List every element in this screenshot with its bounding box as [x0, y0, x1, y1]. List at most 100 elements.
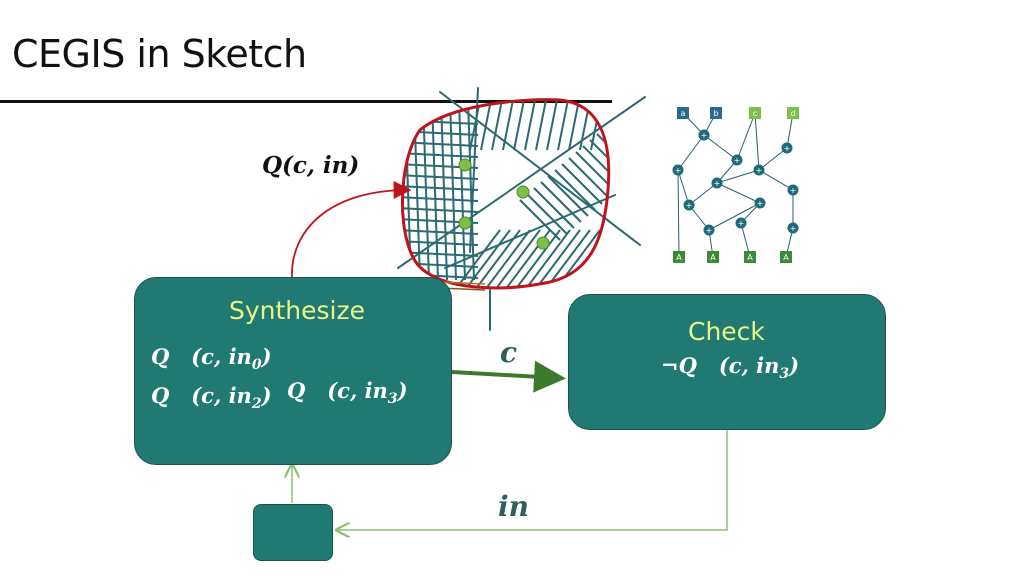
constraint-args: (c, in: [327, 378, 388, 403]
hatch-line: [402, 196, 479, 202]
hatch-line: [568, 157, 609, 199]
in-label: in: [498, 490, 529, 523]
sketch-line: [397, 96, 646, 269]
dag-edge: [716, 182, 761, 204]
hatch-line: [547, 175, 589, 217]
sample-point: [536, 236, 550, 250]
constraint-pred: ¬Q: [661, 353, 697, 378]
red-curve-arrow: [291, 181, 412, 279]
hatch-line: [582, 145, 609, 187]
dag-op-symbol: +: [790, 224, 797, 233]
hatch-line: [440, 99, 448, 281]
hatch-line: [402, 152, 479, 158]
hatch-line: [584, 229, 609, 288]
dag-op-symbol: +: [686, 201, 693, 210]
dag-edge: [677, 169, 690, 206]
constraint-close: ): [261, 383, 272, 408]
c-label: c: [500, 336, 518, 369]
dag-input-node-label: b: [713, 109, 718, 118]
hatch-line: [469, 99, 481, 151]
constraint-close: ): [789, 353, 800, 378]
constraint-pred: Q: [151, 344, 170, 369]
sample-point: [458, 216, 472, 230]
dag-op-symbol: +: [790, 186, 797, 195]
hatch-line: [568, 99, 580, 151]
hatch-line: [402, 174, 479, 180]
hatch-line: [464, 229, 511, 288]
dag-output-node-label: A: [710, 253, 716, 262]
sample-points: [458, 158, 550, 250]
dag-edge: [716, 169, 760, 184]
dag-op-node: [787, 222, 799, 234]
dag-edge: [758, 169, 794, 191]
dag-input-node-label: d: [790, 109, 795, 118]
hatch-line: [480, 99, 492, 151]
hatch-line: [535, 99, 547, 151]
hatch-line: [554, 229, 601, 288]
dag-op-symbol: +: [714, 179, 721, 188]
dag-op-node: [711, 177, 723, 189]
dag-op-node: [753, 164, 765, 176]
dag-op-symbol: +: [784, 144, 791, 153]
hatch-line: [524, 229, 571, 288]
hatch-line: [611, 122, 651, 162]
constraint-sub: 0: [251, 357, 262, 374]
dag-output-node: [673, 251, 685, 263]
hatch-line: [561, 163, 603, 205]
dag-op-symbol: +: [706, 226, 713, 235]
hatch-line: [431, 99, 439, 281]
constraint-args: (c, in: [718, 353, 780, 378]
constraint-pred: Q: [151, 383, 170, 408]
dag-output-node: [744, 251, 756, 263]
constraint-close: ): [397, 378, 408, 403]
c-arrow: [451, 360, 566, 393]
constraint-1: Q (c, in2): [151, 383, 272, 412]
hatch-line: [454, 229, 501, 288]
hatch-line: [540, 181, 582, 223]
constraint-2: Q (c, in3): [287, 378, 408, 407]
check-constraint: ¬Q (c, in3): [661, 353, 799, 382]
dag-op-node: [781, 142, 793, 154]
dag-edge: [708, 202, 761, 231]
dag-op-node: [735, 217, 747, 229]
dag-input-node: [677, 107, 689, 119]
hatch-line: [402, 130, 479, 136]
constraint-pred: Q: [287, 378, 306, 403]
dag-op-symbol: +: [757, 199, 764, 208]
constraint-args: (c, in: [191, 383, 252, 408]
hatch-line: [557, 99, 569, 151]
sample-point: [516, 185, 530, 199]
hatch-line: [402, 141, 479, 147]
dag-op-symbol: +: [675, 166, 682, 175]
dag-op-symbol: +: [756, 166, 763, 175]
connector-stub: [439, 281, 486, 285]
dag-edge: [688, 182, 718, 206]
title-underline: [0, 100, 612, 103]
hatch-line: [519, 199, 561, 241]
solution-region-outline: [400, 98, 611, 290]
dag-input-node: [787, 107, 799, 119]
dag-output-node: [707, 251, 719, 263]
region-label: Q(c, in): [262, 152, 359, 179]
input-box: [253, 504, 333, 561]
dag-op-symbol: +: [701, 131, 708, 140]
sample-point: [458, 158, 472, 172]
dag-edge: [677, 169, 680, 258]
region-label-text: Q(c, in): [262, 152, 360, 179]
dag-op-node: [754, 197, 766, 209]
synthesize-title: Synthesize: [229, 296, 366, 325]
hatch-line: [491, 99, 503, 151]
dag-op-node: [731, 154, 743, 166]
dag-op-node: [698, 129, 710, 141]
check-box: Check ¬Q (c, in3): [568, 294, 886, 430]
hatch-line: [449, 99, 457, 281]
constraint-sub: 3: [779, 366, 790, 383]
dag-edge: [758, 147, 788, 171]
constraint-0: Q (c, in0): [151, 344, 272, 373]
dag-input-node: [710, 107, 722, 119]
dag-edge: [677, 134, 705, 171]
slide-title: CEGIS in Sketch: [12, 32, 307, 76]
dag-edge: [754, 112, 760, 171]
